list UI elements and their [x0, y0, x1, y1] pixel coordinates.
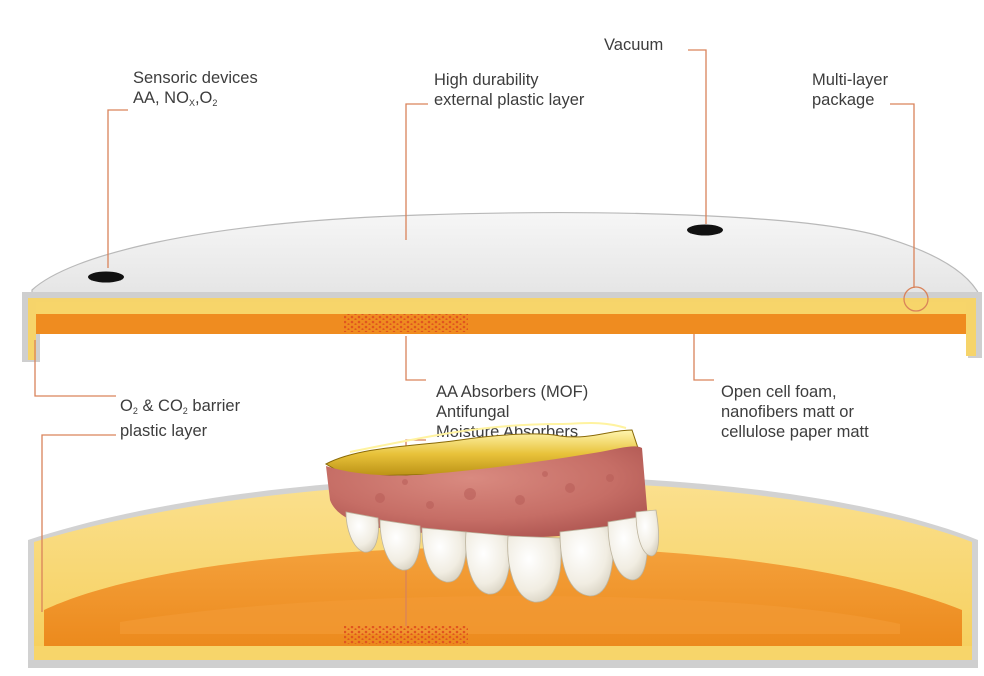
denture-image [326, 423, 659, 602]
